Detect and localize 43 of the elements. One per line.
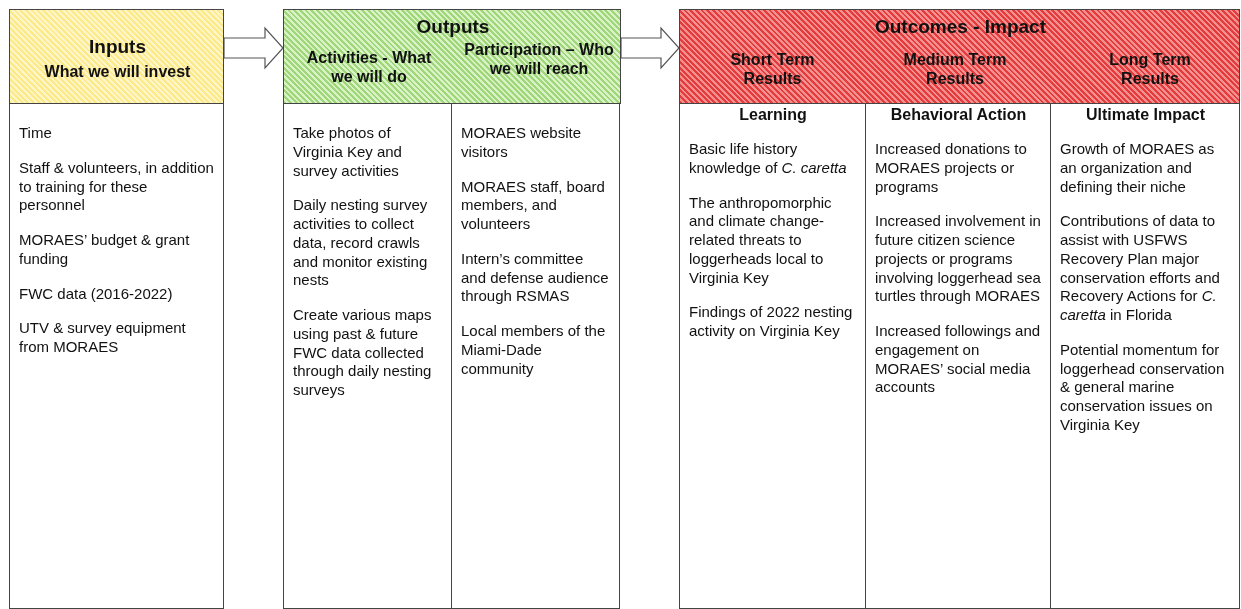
list-item-text: Potential momentum for loggerhead conservation & general marine conservation issues on Virginia Key [1060,340,1226,435]
header-subtitle: Participation – Who we will reach [464,40,614,79]
list-item-text: Daily nesting survey activities to collect data, record crawls and monitor existing nests [293,196,429,290]
header-title: Inputs [88,36,147,59]
list-item-text: Basic life history knowledge of C. caretta [689,140,848,178]
header-title: Outcomes - Impact [873,16,1047,39]
list-item-text: Increased involvement in future citizen science projects or programs involving loggerhead sea turtles through MORAES [875,212,1042,306]
column-header [679,9,1240,104]
header-subtitle: Short Term Results [729,50,816,89]
column-title: Learning [738,106,808,124]
column-header [283,9,621,104]
column-title: Ultimate Impact [1084,106,1207,124]
list-item-text: The anthropomorphic and climate change-related threats to loggerheads local to Virginia Key [689,193,833,288]
header-title: Outputs [415,16,491,39]
list-item-text: Increased followings and engagement on MORAES’ social media accounts [875,322,1042,397]
list-item-text: MORAES’ budget & grant funding [19,231,191,269]
column-header [9,9,224,104]
list-item-text: Staff & volunteers, in addition to training for these personnel [19,158,215,215]
list-item-text: FWC data (2016-2022) [19,284,174,304]
list-item-text: Intern’s committee and defense audience through RSMAS [461,249,610,306]
column-panel [1050,103,1240,609]
column-panel [9,103,224,609]
list-item-text: Local members of the Miami-Dade community [461,322,607,379]
list-item-text: Take photos of Virginia Key and survey activities [293,124,403,181]
list-item-text: MORAES website visitors [461,124,583,162]
list-item-text: Contributions of data to assist with USFWS Recovery Plan major conservation efforts and Recovery Actions for C. caretta in Florida [1060,212,1221,325]
list-item-text: Increased donations to MORAES projects or programs [875,140,1028,197]
block-arrow [620,26,680,70]
list-item-text: Create various maps using past & future FWC data collected through daily nesting surveys [293,306,433,400]
list-item-text: Findings of 2022 nesting activity on Virginia Key [689,303,854,341]
list-item-text: MORAES staff, board members, and volunteers [461,177,606,234]
column-panel [679,103,866,609]
list-item-text: Growth of MORAES as an organization and defining their niche [1060,140,1216,197]
header-subtitle: What we will invest [43,62,192,82]
block-arrow [223,26,284,70]
list-item-text: Time [19,124,53,143]
header-subtitle: Long Term Results [1108,50,1192,89]
header-subtitle: Medium Term Results [902,50,1008,89]
header-subtitle: Activities - What we will do [305,48,433,87]
list-item-text: UTV & survey equipment from MORAES [19,319,187,357]
column-title: Behavioral Action [889,106,1028,124]
column-panel [451,103,620,609]
column-panel [283,103,452,609]
